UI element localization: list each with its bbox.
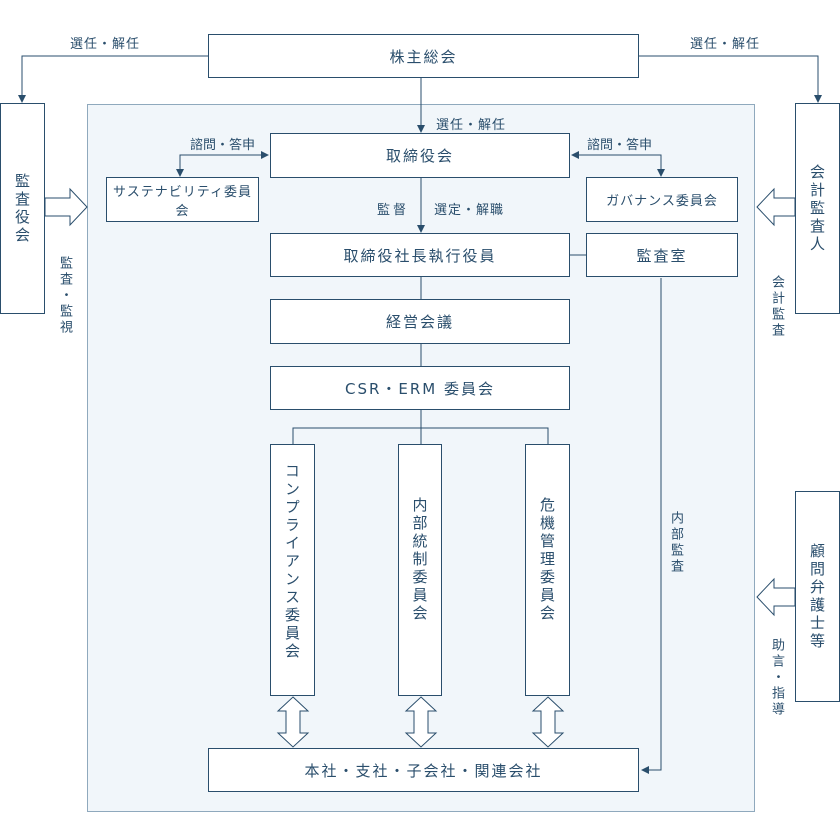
governance-box: ガバナンス委員会 (586, 177, 738, 222)
double-arrow-compliance (276, 696, 310, 748)
elect-label-board: 選任・解任 (436, 118, 507, 133)
internal-control-box: 内部統制委員会 (398, 444, 442, 696)
csr-erm-box: CSR・ERM 委員会 (270, 366, 570, 410)
shareholders-box: 株主総会 (208, 34, 639, 78)
arrow-accounting-auditor (756, 187, 796, 227)
board-box: 取締役会 (270, 133, 570, 178)
arrow-auditors (44, 187, 88, 227)
elect-line-right (639, 55, 822, 103)
double-arrow-internal-control (404, 696, 438, 748)
auditors-box: 監査役会 (0, 103, 45, 314)
risk-management-box: 危機管理委員会 (525, 444, 570, 696)
consult-line-right (571, 151, 665, 177)
accounting-audit-label: 会計監査 (769, 275, 784, 339)
appoint-label: 選定・解職 (434, 203, 505, 218)
consult-label-left: 諮問・答申 (190, 138, 256, 153)
audit-office-box: 監査室 (586, 233, 738, 277)
management-meeting-box: 経営会議 (270, 299, 570, 344)
audit-supervise-label: 監査・監視 (57, 256, 72, 336)
sustainability-box: サステナビリティ委員会 (106, 177, 259, 222)
accounting-auditor-box: 会計監査人 (795, 103, 840, 314)
internal-audit-label: 内部監査 (668, 511, 683, 575)
consult-label-right: 諮問・答申 (587, 138, 653, 153)
group-box: 本社・支社・子会社・関連会社 (208, 748, 639, 792)
supervise-label: 監督 (377, 203, 410, 218)
elect-label-right: 選任・解任 (690, 37, 761, 52)
double-arrow-risk (531, 696, 565, 748)
president-box: 取締役社長執行役員 (270, 233, 570, 277)
counsel-box: 顧問弁護士等 (795, 491, 840, 702)
advice-label: 助言・指導 (769, 638, 784, 718)
internal-audit-line (641, 278, 662, 774)
elect-line-left (18, 55, 208, 103)
elect-label-left: 選任・解任 (70, 37, 141, 52)
arrow-counsel (756, 577, 796, 617)
compliance-box: コンプライアンス委員会 (270, 444, 315, 696)
consult-line-left (176, 151, 269, 177)
